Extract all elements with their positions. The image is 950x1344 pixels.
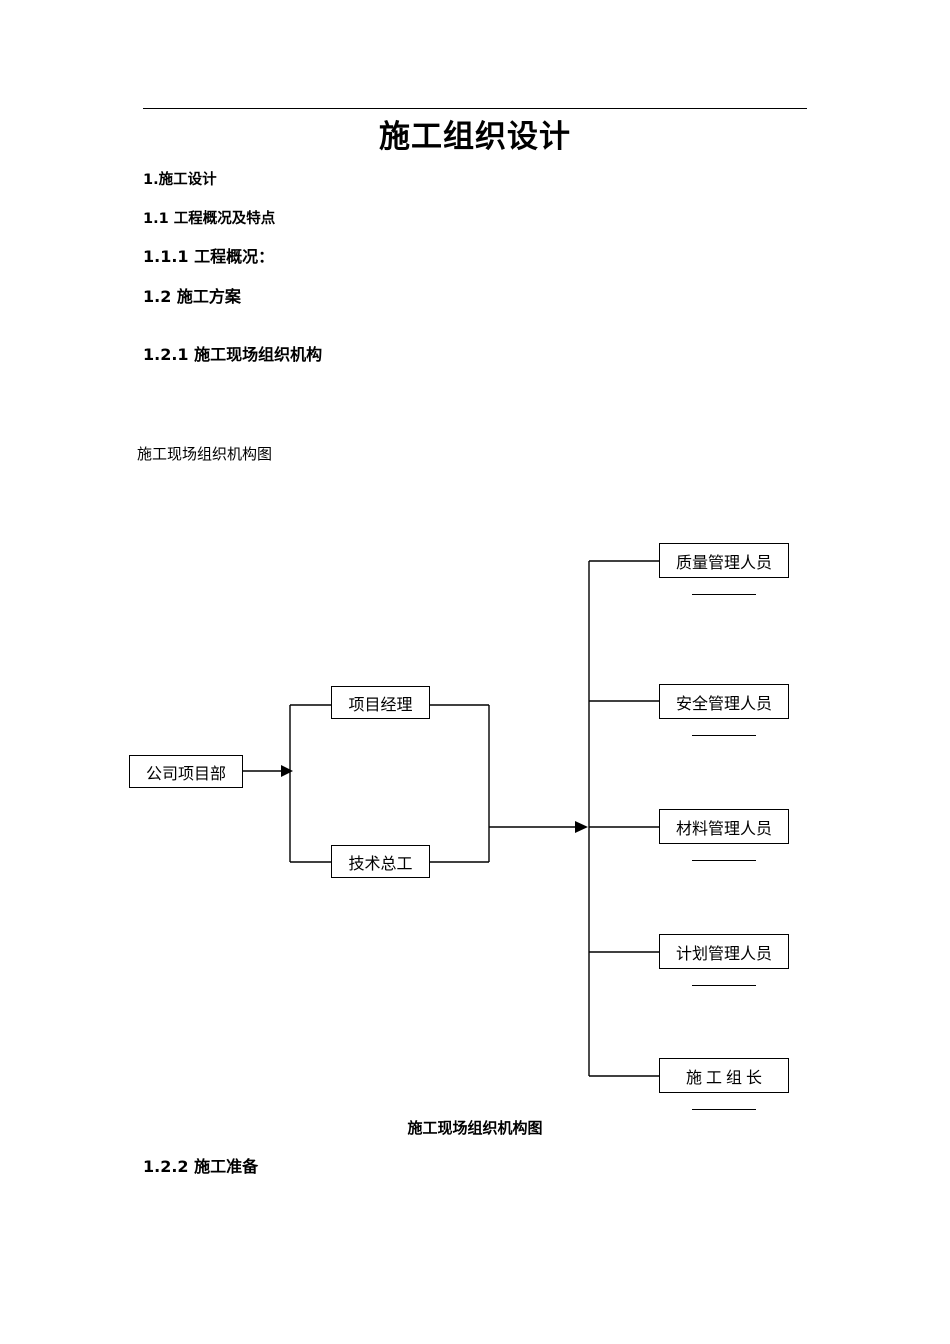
- org-node-team-leader: 施 工 组 长: [659, 1058, 789, 1093]
- figure-label-above: 施工现场组织机构图: [137, 447, 273, 463]
- org-node-quality-staff-underline: [692, 594, 756, 595]
- org-node-project-manager: 项目经理: [331, 686, 430, 719]
- heading-1-2-2-shigong-zhunbei: 1.2.2 施工准备: [143, 1157, 259, 1176]
- org-node-team-leader-underline: [692, 1109, 756, 1110]
- org-node-quality-staff: 质量管理人员: [659, 543, 789, 578]
- org-node-material-staff: 材料管理人员: [659, 809, 789, 844]
- org-node-safety-staff-underline: [692, 735, 756, 736]
- heading-1-2-shigong-fangan: 1.2 施工方案: [143, 287, 241, 306]
- heading-1-2-1-zuzhi-jigou: 1.2.1 施工现场组织机构: [143, 345, 323, 364]
- heading-1-1-1-gongcheng-gaikuang: 1.1.1 工程概况：: [143, 247, 275, 266]
- org-node-planning-staff: 计划管理人员: [659, 934, 789, 969]
- org-node-material-staff-underline: [692, 860, 756, 861]
- figure-caption: 施工现场组织机构图: [407, 1121, 543, 1137]
- org-node-root: 公司项目部: [129, 755, 243, 788]
- org-node-chief-engineer: 技术总工: [331, 845, 430, 878]
- org-node-safety-staff: 安全管理人员: [659, 684, 789, 719]
- heading-1-shigong-sheji: 1.施工设计: [143, 172, 217, 188]
- title-top-rule: [143, 108, 807, 109]
- heading-1-1-gongcheng-gaikuang: 1.1 工程概况及特点: [143, 211, 276, 227]
- org-node-planning-staff-underline: [692, 985, 756, 986]
- page-title: 施工组织设计: [379, 119, 571, 155]
